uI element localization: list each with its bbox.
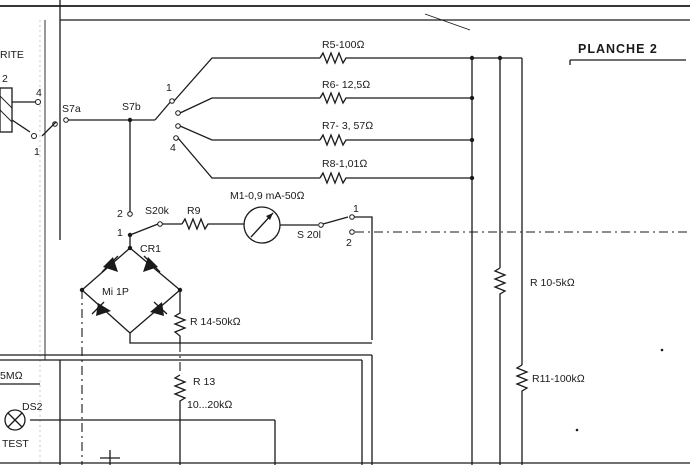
left-edge-num: 2: [2, 73, 8, 85]
left-edge-label: RITE: [0, 49, 24, 61]
r13-label: R 13: [193, 376, 215, 388]
bridge-cr1: CR1 Mi 1P: [79, 235, 372, 465]
r7-label: R7- 3, 57Ω: [322, 120, 373, 132]
resistor-r8: R8-1,01Ω: [319, 158, 472, 185]
bridge-sub: Mi 1P: [102, 286, 129, 298]
bridge-label: CR1: [140, 243, 161, 255]
lower-left-fragment: 5MΩ DS2 TEST: [0, 370, 43, 450]
r9-label: R9: [187, 205, 201, 217]
resistor-r14: R 14-50kΩ: [173, 290, 241, 343]
lower-left-resistor: 5MΩ: [0, 370, 23, 382]
left-edge-switch: RITE 2 4 1: [0, 49, 42, 158]
s7b-pos1: 1: [166, 82, 172, 94]
s20l-pos2: 2: [346, 237, 352, 249]
stray-marks: [424, 13, 664, 432]
resistor-r5: R5-100Ω: [319, 39, 472, 65]
s20l-pos1: 1: [353, 203, 359, 215]
meter-m1: M1-0,9 mA-50Ω: [230, 190, 318, 244]
plate-title: PLANCHE 2: [578, 42, 658, 56]
r10-label: R 10-5kΩ: [530, 277, 575, 289]
left-edge-pos1: 1: [34, 146, 40, 158]
s20k-label: S20k: [145, 205, 170, 217]
s7b-pos4: 4: [170, 142, 176, 154]
r5-label: R5-100Ω: [322, 39, 365, 51]
lower-wiring: [0, 354, 690, 465]
resistor-r7: R7- 3, 57Ω: [319, 120, 472, 147]
switch-s20l: 1 2 S 20l: [297, 203, 690, 340]
s7b-label: S7b: [122, 101, 141, 113]
switch-s20k: 2 1 S20k: [117, 120, 182, 239]
r13-value: 10...20kΩ: [187, 399, 232, 411]
lamp-caption: TEST: [2, 438, 29, 450]
meter-label: M1-0,9 mA-50Ω: [230, 190, 305, 202]
resistor-r6: R6- 12,5Ω: [319, 79, 472, 105]
lamp-ds2-label: DS2: [22, 401, 43, 413]
r14-label: R 14-50kΩ: [190, 316, 241, 328]
s20l-label: S 20l: [297, 229, 321, 241]
resistor-r9: R9: [181, 205, 244, 231]
plate-title-box: PLANCHE 2: [569, 42, 686, 65]
switch-s7b: S7b 1 4: [122, 57, 320, 179]
left-edge-pos4: 4: [36, 87, 42, 99]
resistor-r11: R11-100kΩ: [515, 364, 585, 465]
s20k-pos2: 2: [117, 208, 123, 220]
resistor-r13: R 13 10...20kΩ: [173, 343, 232, 465]
r11-label: R11-100kΩ: [532, 373, 585, 385]
resistor-r10: R 10-5kΩ: [493, 267, 575, 465]
s7a-label: S7a: [62, 103, 81, 115]
r8-label: R8-1,01Ω: [322, 158, 367, 170]
switch-s7a: S7a: [41, 103, 130, 137]
s20k-pos1: 1: [117, 227, 123, 239]
r6-label: R6- 12,5Ω: [322, 79, 370, 91]
right-buses: [469, 55, 523, 465]
